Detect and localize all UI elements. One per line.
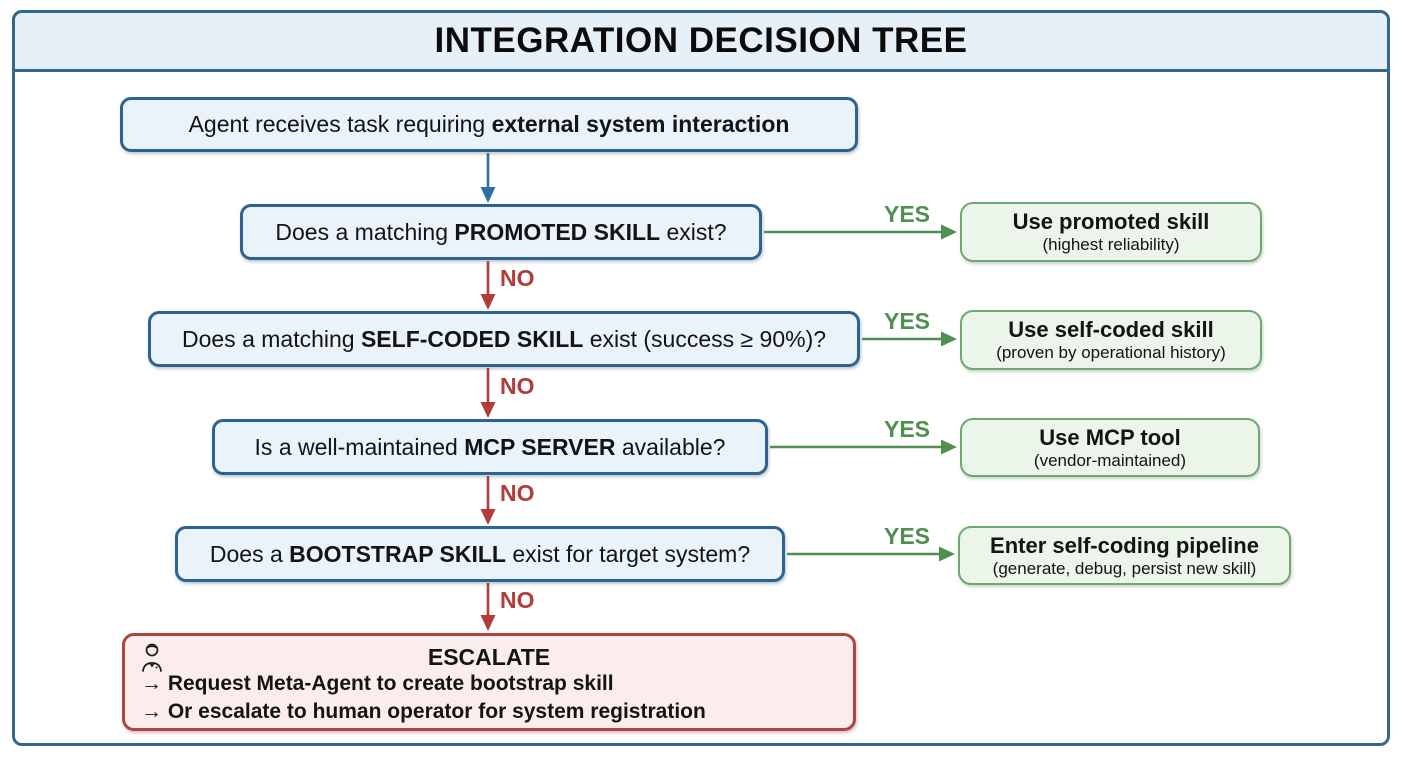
question-text: Does a BOOTSTRAP SKILL exist for target …: [209, 540, 751, 567]
outcome-use-mcp-tool: Use MCP tool (vendor-maintained): [960, 418, 1260, 477]
title-band: INTEGRATION DECISION TREE: [12, 10, 1390, 72]
escalate-title: ESCALATE: [427, 644, 551, 670]
no-label: NO: [500, 587, 535, 613]
operator-person-icon: [139, 642, 165, 679]
outcome-subtitle: (vendor-maintained): [1033, 450, 1187, 470]
question-bootstrap-skill: Does a BOOTSTRAP SKILL exist for target …: [175, 526, 785, 582]
escalate-line: → Request Meta-Agent to create bootstrap…: [141, 672, 614, 695]
outcome-use-self-coded-skill: Use self-coded skill (proven by operatio…: [960, 310, 1262, 370]
question-mcp-server: Is a well-maintained MCP SERVER availabl…: [212, 419, 768, 475]
page-title: INTEGRATION DECISION TREE: [434, 21, 968, 60]
outcome-title: Enter self-coding pipeline: [990, 532, 1259, 558]
no-label: NO: [500, 373, 535, 399]
escalate-box: ESCALATE → Request Meta-Agent to create …: [122, 633, 856, 731]
question-text: Is a well-maintained MCP SERVER availabl…: [254, 433, 726, 460]
outcome-title: Use self-coded skill: [1008, 317, 1214, 342]
yes-label: YES: [884, 308, 931, 334]
yes-label: YES: [884, 416, 931, 442]
yes-label: YES: [884, 523, 931, 549]
question-text: Does a matching PROMOTED SKILL exist?: [275, 218, 727, 245]
question-self-coded-skill: Does a matching SELF-CODED SKILL exist (…: [148, 311, 860, 367]
outcome-title: Use MCP tool: [1039, 424, 1181, 450]
no-label: NO: [500, 265, 535, 291]
start-box-text: Agent receives task requiring external s…: [188, 111, 790, 137]
outcome-subtitle: (proven by operational history): [996, 343, 1226, 362]
outcome-title: Use promoted skill: [1012, 209, 1210, 234]
outcome-self-coding-pipeline: Enter self-coding pipeline (generate, de…: [958, 526, 1291, 585]
outcome-subtitle: (highest reliability): [1042, 235, 1180, 254]
outcome-use-promoted-skill: Use promoted skill (highest reliability): [960, 202, 1262, 262]
question-text: Does a matching SELF-CODED SKILL exist (…: [181, 325, 827, 352]
yes-label: YES: [884, 201, 931, 227]
question-promoted-skill: Does a matching PROMOTED SKILL exist?: [240, 204, 762, 260]
start-box: Agent receives task requiring external s…: [120, 97, 858, 152]
no-label: NO: [500, 480, 535, 506]
outcome-subtitle: (generate, debug, persist new skill): [992, 558, 1257, 578]
escalate-line: → Or escalate to human operator for syst…: [141, 700, 706, 723]
